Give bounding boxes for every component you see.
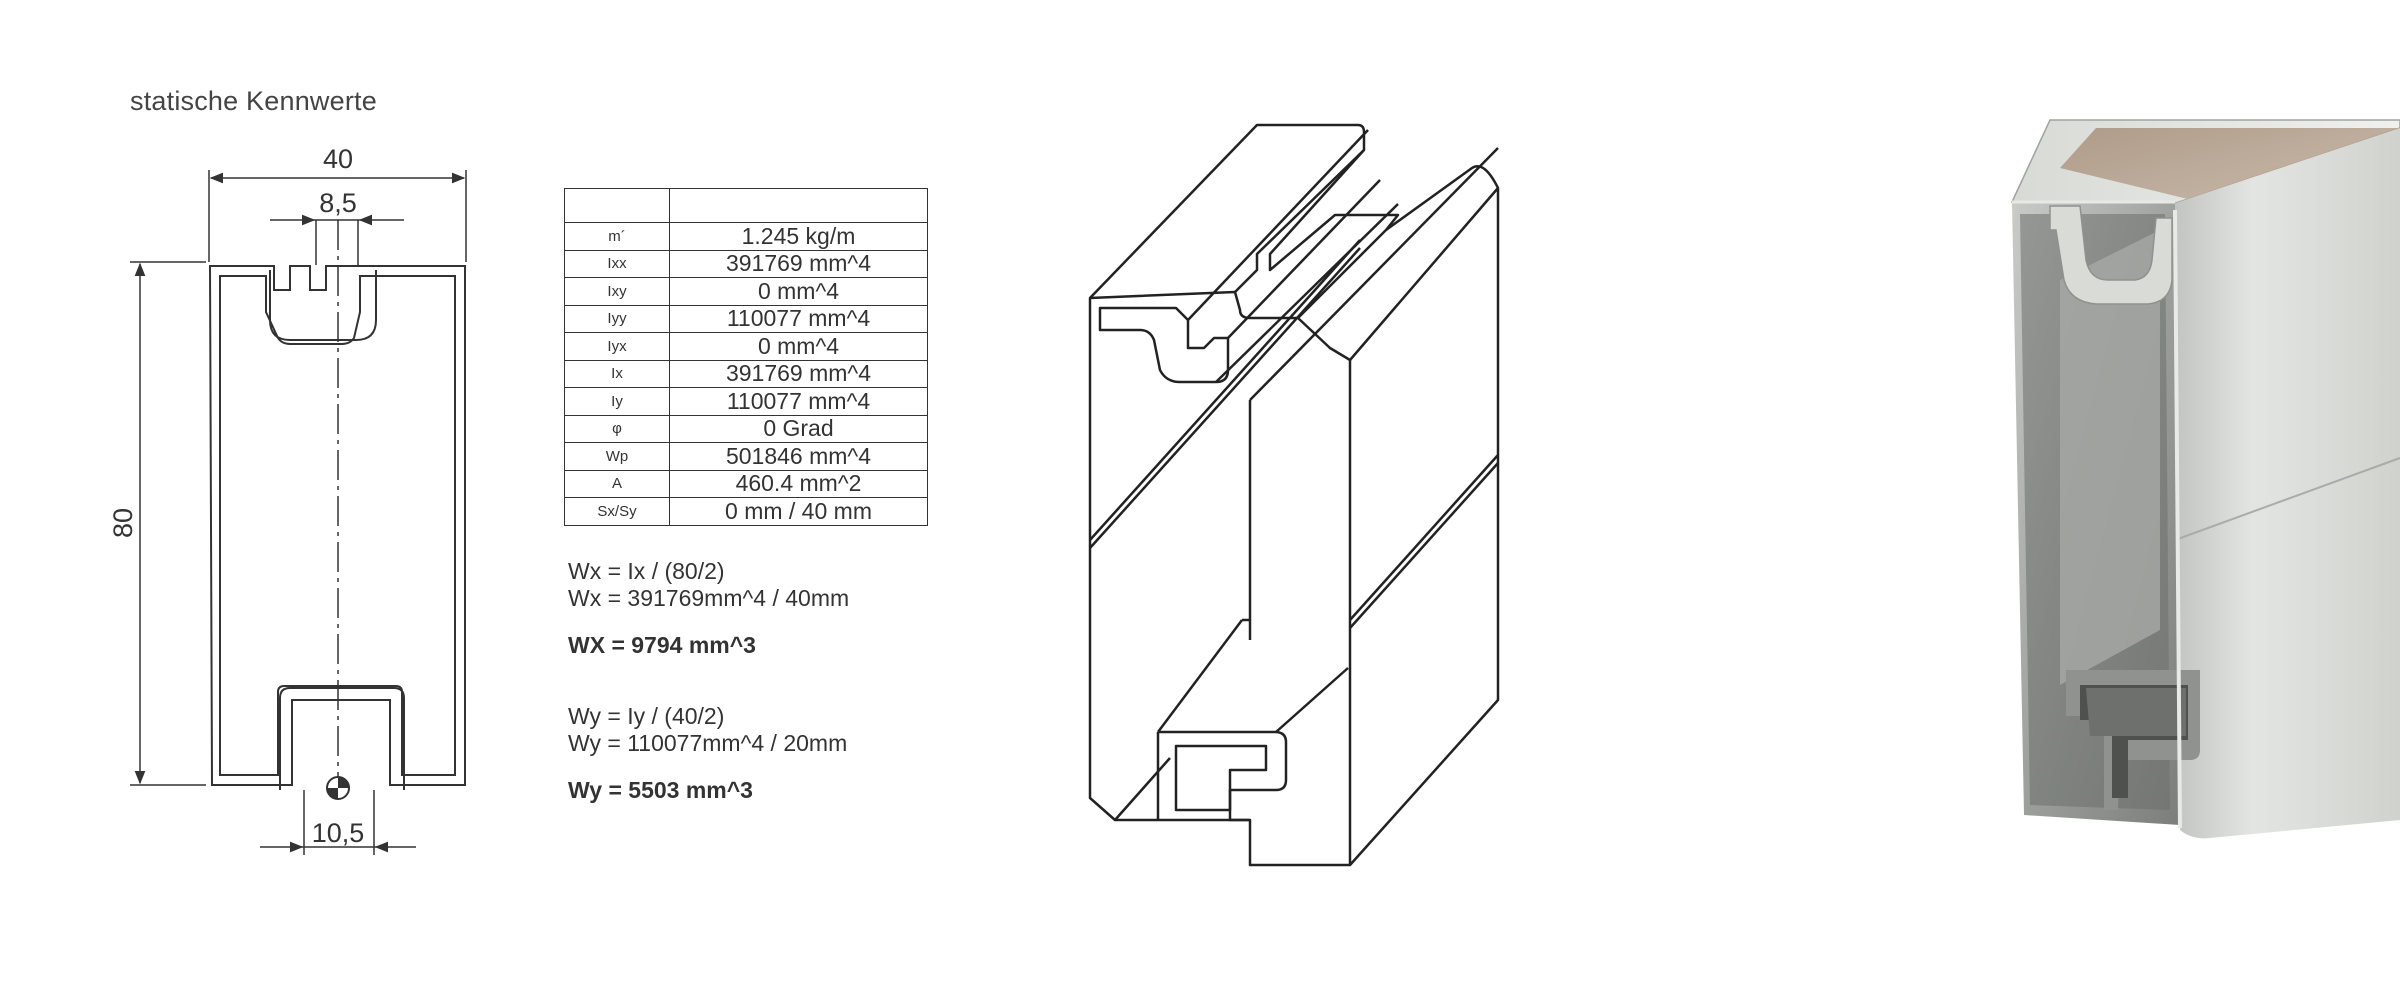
property-symbol: Ixy bbox=[564, 277, 670, 306]
property-value: 110077 mm^4 bbox=[669, 304, 928, 333]
property-symbol: Sx/Sy bbox=[564, 497, 670, 526]
profile-photo bbox=[2010, 119, 2400, 839]
profile-cross-section-drawing: 40 8,5 80 10,5 bbox=[108, 144, 467, 855]
side-face bbox=[1349, 186, 1500, 866]
page-title: statische Kennwerte bbox=[130, 86, 377, 116]
bottom-slot-outline bbox=[279, 687, 405, 790]
profile-isometric-drawing bbox=[1088, 123, 1500, 867]
height-dimension-label: 80 bbox=[108, 508, 138, 538]
property-symbol: Wp bbox=[564, 442, 670, 471]
property-value: 0 Grad bbox=[669, 414, 928, 443]
slot-top-dimension-label: 8,5 bbox=[319, 188, 357, 218]
property-symbol: Ix bbox=[564, 359, 670, 388]
wx-formula-line-1: Wx = Ix / (80/2) bbox=[568, 558, 725, 584]
property-value: 460.4 mm^2 bbox=[669, 469, 928, 498]
wy-result: Wy = 5503 mm^3 bbox=[568, 777, 753, 803]
photo-side-face bbox=[2155, 128, 2400, 839]
property-value: 391769 mm^4 bbox=[669, 359, 928, 388]
property-symbol: Iyx bbox=[564, 332, 670, 361]
property-symbol: Ixx bbox=[564, 249, 670, 278]
property-value: 0 mm^4 bbox=[669, 277, 928, 306]
slot-bottom-dimension-label: 10,5 bbox=[312, 818, 365, 848]
property-value: 1.245 kg/m bbox=[669, 222, 928, 251]
property-value: 0 mm^4 bbox=[669, 332, 928, 361]
profile-inner-outline bbox=[219, 275, 456, 776]
property-symbol: φ bbox=[564, 414, 670, 443]
property-symbol: Iyy bbox=[564, 304, 670, 333]
table-row: m´1.245 kg/m bbox=[564, 222, 928, 251]
property-symbol: Iy bbox=[564, 387, 670, 416]
property-value: 391769 mm^4 bbox=[669, 249, 928, 278]
front-top-slot bbox=[1098, 306, 1230, 384]
table-header-row bbox=[564, 188, 928, 223]
property-value: 501846 mm^4 bbox=[669, 442, 928, 471]
wx-result: WX = 9794 mm^3 bbox=[568, 632, 756, 658]
width-dimension-label: 40 bbox=[323, 144, 353, 174]
top-slot-outline bbox=[269, 270, 377, 341]
wy-formula-line-1: Wy = Iy / (40/2) bbox=[568, 703, 725, 729]
wy-formula-line-2: Wy = 110077mm^4 / 20mm bbox=[568, 730, 848, 756]
section-modulus-formulas: Wx = Ix / (80/2) Wx = 391769mm^4 / 40mm … bbox=[568, 558, 968, 804]
wx-formula-line-2: Wx = 391769mm^4 / 40mm bbox=[568, 585, 850, 611]
property-value: 0 mm / 40 mm bbox=[669, 497, 928, 526]
property-symbol: m´ bbox=[564, 222, 670, 251]
profile-outline bbox=[208, 265, 466, 786]
photo-top-slot bbox=[2049, 205, 2173, 305]
front-bottom-slot bbox=[1158, 730, 1288, 822]
property-value: 110077 mm^4 bbox=[669, 387, 928, 416]
property-symbol: A bbox=[564, 469, 670, 498]
